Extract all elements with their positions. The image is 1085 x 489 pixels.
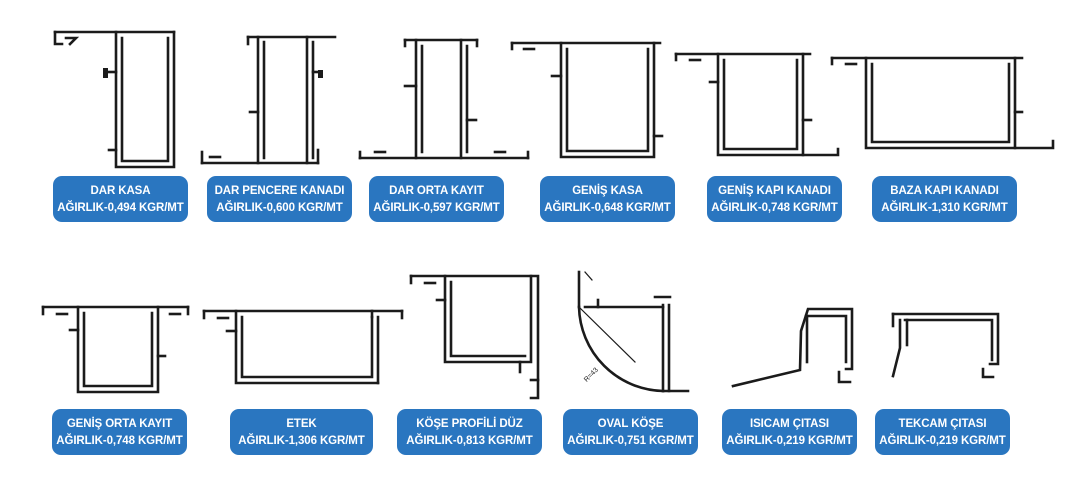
label-weight: AĞIRLIK-0,813 KGR/MT <box>406 434 533 447</box>
label-name: BAZA KAPI KANADI <box>890 184 999 197</box>
dar-pencere-kanadi-profile <box>200 35 337 165</box>
label-oval-kose: OVAL KÖŞE AĞIRLIK-0,751 KGR/MT <box>563 409 698 455</box>
genis-orta-kayit-profile <box>41 305 190 394</box>
label-weight: AĞIRLIK-0,751 KGR/MT <box>567 434 694 447</box>
label-name: TEKCAM ÇITASI <box>898 417 987 430</box>
kose-profili-duz-profile <box>409 274 540 400</box>
label-name: DAR ORTA KAYIT <box>389 184 484 197</box>
label-kose-profili-duz: KÖŞE PROFİLİ DÜZ AĞIRLIK-0,813 KGR/MT <box>397 409 542 455</box>
label-isicam-citasi: ISICAM ÇITASI AĞIRLIK-0,219 KGR/MT <box>722 409 857 455</box>
genis-kasa-profile <box>510 41 664 159</box>
label-weight: AĞIRLIK-0,494 KGR/MT <box>57 201 184 214</box>
label-tekcam-citasi: TEKCAM ÇITASI AĞIRLIK-0,219 KGR/MT <box>875 409 1010 455</box>
etek-profile <box>202 309 404 385</box>
label-weight: AĞIRLIK-1,306 KGR/MT <box>238 434 365 447</box>
label-baza-kapi-kanadi: BAZA KAPI KANADI AĞIRLIK-1,310 KGR/MT <box>872 176 1017 222</box>
label-name: KÖŞE PROFİLİ DÜZ <box>416 417 523 430</box>
label-weight: AĞIRLIK-0,597 KGR/MT <box>373 201 500 214</box>
label-name: OVAL KÖŞE <box>597 417 664 430</box>
label-name: GENİŞ ORTA KAYIT <box>66 417 173 430</box>
label-name: GENİŞ KASA <box>572 184 643 197</box>
label-name: ISICAM ÇITASI <box>750 417 829 430</box>
label-name: GENİŞ KAPI KANADI <box>718 184 831 197</box>
genis-kapi-kanadi-profile <box>674 52 840 157</box>
label-name: DAR PENCERE KANADI <box>214 184 345 197</box>
label-genis-kapi-kanadi: GENİŞ KAPI KANADI AĞIRLIK-0,748 KGR/MT <box>707 176 842 222</box>
label-weight: AĞIRLIK-0,648 KGR/MT <box>544 201 671 214</box>
label-weight: AĞIRLIK-1,310 KGR/MT <box>881 201 1008 214</box>
oval-radius-label: R=43 <box>583 367 600 384</box>
label-weight: AĞIRLIK-0,600 KGR/MT <box>216 201 343 214</box>
label-weight: AĞIRLIK-0,219 KGR/MT <box>726 434 853 447</box>
label-weight: AĞIRLIK-0,748 KGR/MT <box>711 201 838 214</box>
isicam-citasi-profile <box>731 307 854 388</box>
dar-kasa-profile <box>53 30 176 169</box>
baza-kapi-kanadi-profile <box>830 56 1055 150</box>
label-dar-pencere-kanadi: DAR PENCERE KANADI AĞIRLIK-0,600 KGR/MT <box>207 176 352 222</box>
label-genis-orta-kayit: GENİŞ ORTA KAYIT AĞIRLIK-0,748 KGR/MT <box>52 409 187 455</box>
oval-kose-profile <box>577 270 690 393</box>
dar-orta-kayit-profile <box>358 38 530 160</box>
label-weight: AĞIRLIK-0,748 KGR/MT <box>56 434 183 447</box>
label-name: ETEK <box>286 417 317 430</box>
label-dar-kasa: DAR KASA AĞIRLIK-0,494 KGR/MT <box>53 176 188 222</box>
label-weight: AĞIRLIK-0,219 KGR/MT <box>879 434 1006 447</box>
label-genis-kasa: GENİŞ KASA AĞIRLIK-0,648 KGR/MT <box>540 176 675 222</box>
label-dar-orta-kayit: DAR ORTA KAYIT AĞIRLIK-0,597 KGR/MT <box>369 176 504 222</box>
label-etek: ETEK AĞIRLIK-1,306 KGR/MT <box>230 409 373 455</box>
tekcam-citasi-profile <box>891 312 1000 379</box>
label-name: DAR KASA <box>90 184 151 197</box>
